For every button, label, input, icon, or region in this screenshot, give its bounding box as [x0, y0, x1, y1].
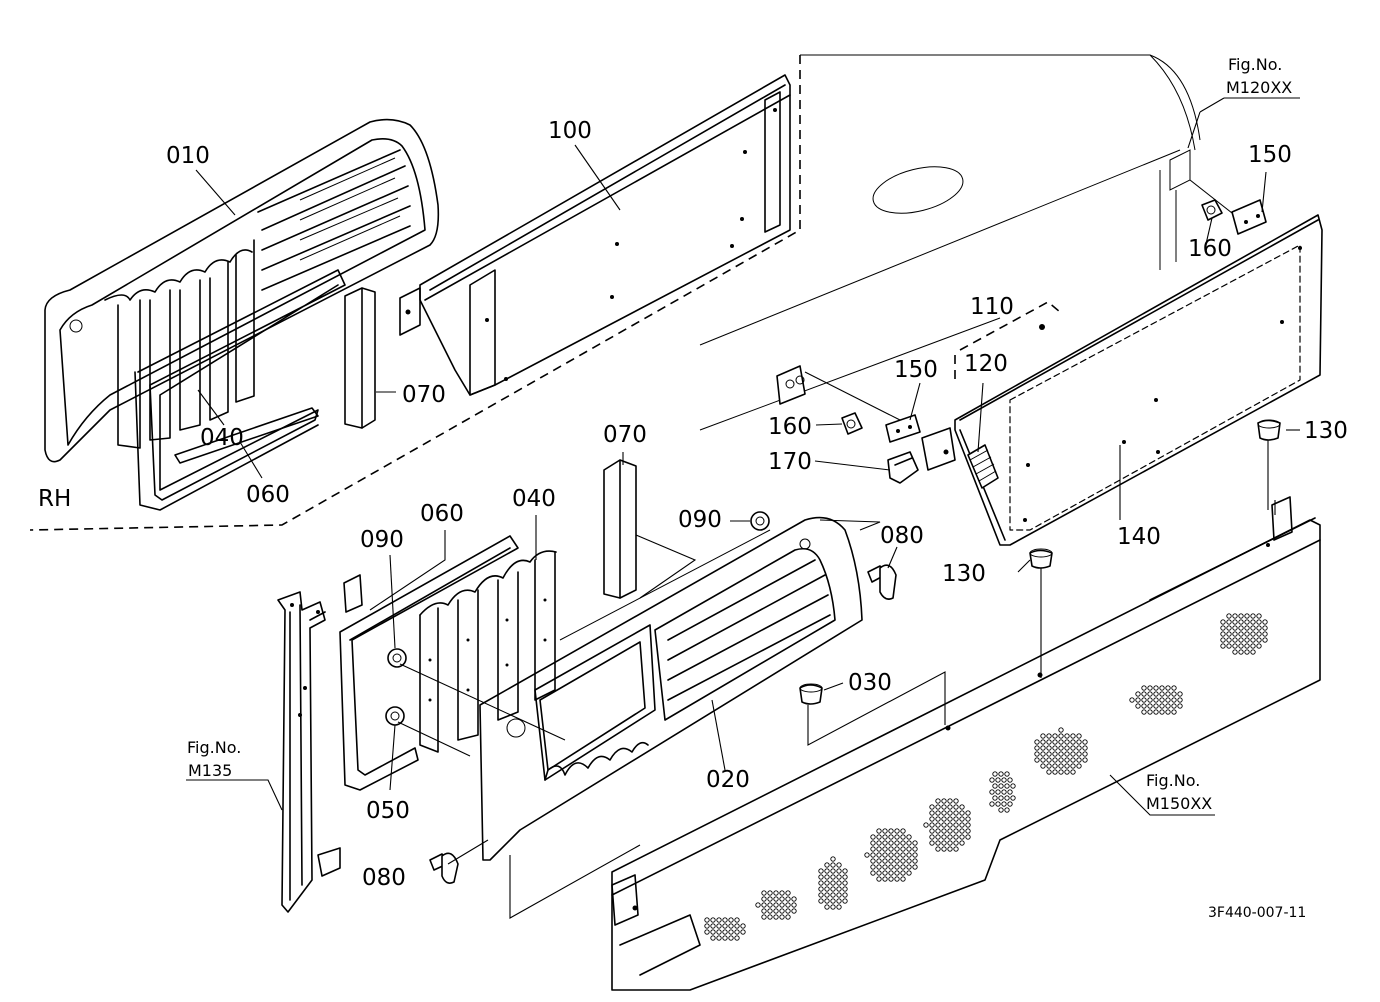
label-130-lower: 130 [942, 561, 986, 587]
lower-front-panel-m150 [509, 496, 1321, 991]
drawing-code: 3F440-007-11 [1208, 905, 1306, 921]
label-090-right: 090 [678, 507, 722, 533]
leader-lines [186, 111, 1300, 816]
label-030: 030 [848, 670, 892, 696]
label-060-upper: 060 [246, 482, 290, 508]
label-060-lower: 060 [420, 501, 464, 527]
label-010: 010 [166, 143, 210, 169]
grommet-030 [799, 671, 946, 746]
washers [385, 511, 770, 757]
label-100: 100 [548, 118, 592, 144]
label-rh: RH [38, 486, 71, 512]
side-bracket-m135 [277, 574, 363, 913]
label-040-lower: 040 [512, 486, 556, 512]
rh-grille-assembly [44, 118, 440, 511]
label-130-right: 130 [1304, 418, 1348, 444]
rubber-block-070-upper [344, 287, 376, 429]
label-170: 170 [768, 449, 812, 475]
ref-top-label: Fig.No. [1228, 55, 1282, 74]
grommets-130 [1029, 419, 1281, 678]
assembly-110-bracket [954, 301, 1061, 385]
label-150-left: 150 [894, 357, 938, 383]
ref-bottom-label: Fig.No. [1146, 771, 1200, 790]
ref-left-code: M135 [188, 761, 232, 780]
label-080-lower: 080 [362, 865, 406, 891]
label-160-right: 160 [1188, 236, 1232, 262]
label-150-right: 150 [1248, 142, 1292, 168]
label-040-upper: 040 [200, 425, 244, 451]
label-020: 020 [706, 767, 750, 793]
label-110: 110 [970, 294, 1014, 320]
fasteners-080 [429, 564, 897, 884]
ref-top-code: M120XX [1226, 78, 1292, 97]
label-050: 050 [366, 798, 410, 824]
label-070-lower: 070 [603, 422, 647, 448]
fins-040-lower [419, 550, 557, 753]
label-070-upper: 070 [402, 382, 446, 408]
rubber-block-070-lower [603, 459, 697, 599]
label-090-upper: 090 [360, 527, 404, 553]
ref-left-label: Fig.No. [187, 738, 241, 757]
label-120: 120 [964, 351, 1008, 377]
perforation-pattern [704, 613, 1268, 941]
inner-panel-100 [399, 74, 791, 396]
label-080-right: 080 [880, 523, 924, 549]
hood-outline [699, 54, 1201, 431]
part-labels: 010 100 070 040 060 RH 150 160 110 120 1… [38, 118, 1348, 891]
label-140: 140 [1117, 524, 1161, 550]
front-grille-020 [479, 516, 863, 861]
ref-bottom-code: M150XX [1146, 794, 1212, 813]
side-panel-140 [954, 214, 1323, 546]
label-160-left: 160 [768, 414, 812, 440]
rh-assembly-boundary [29, 55, 801, 531]
seal-frame-060-lower [339, 535, 519, 791]
clips-hardware [776, 179, 1267, 484]
figure-references: Fig.No. M120XX Fig.No. M135 Fig.No. M150… [187, 55, 1300, 813]
